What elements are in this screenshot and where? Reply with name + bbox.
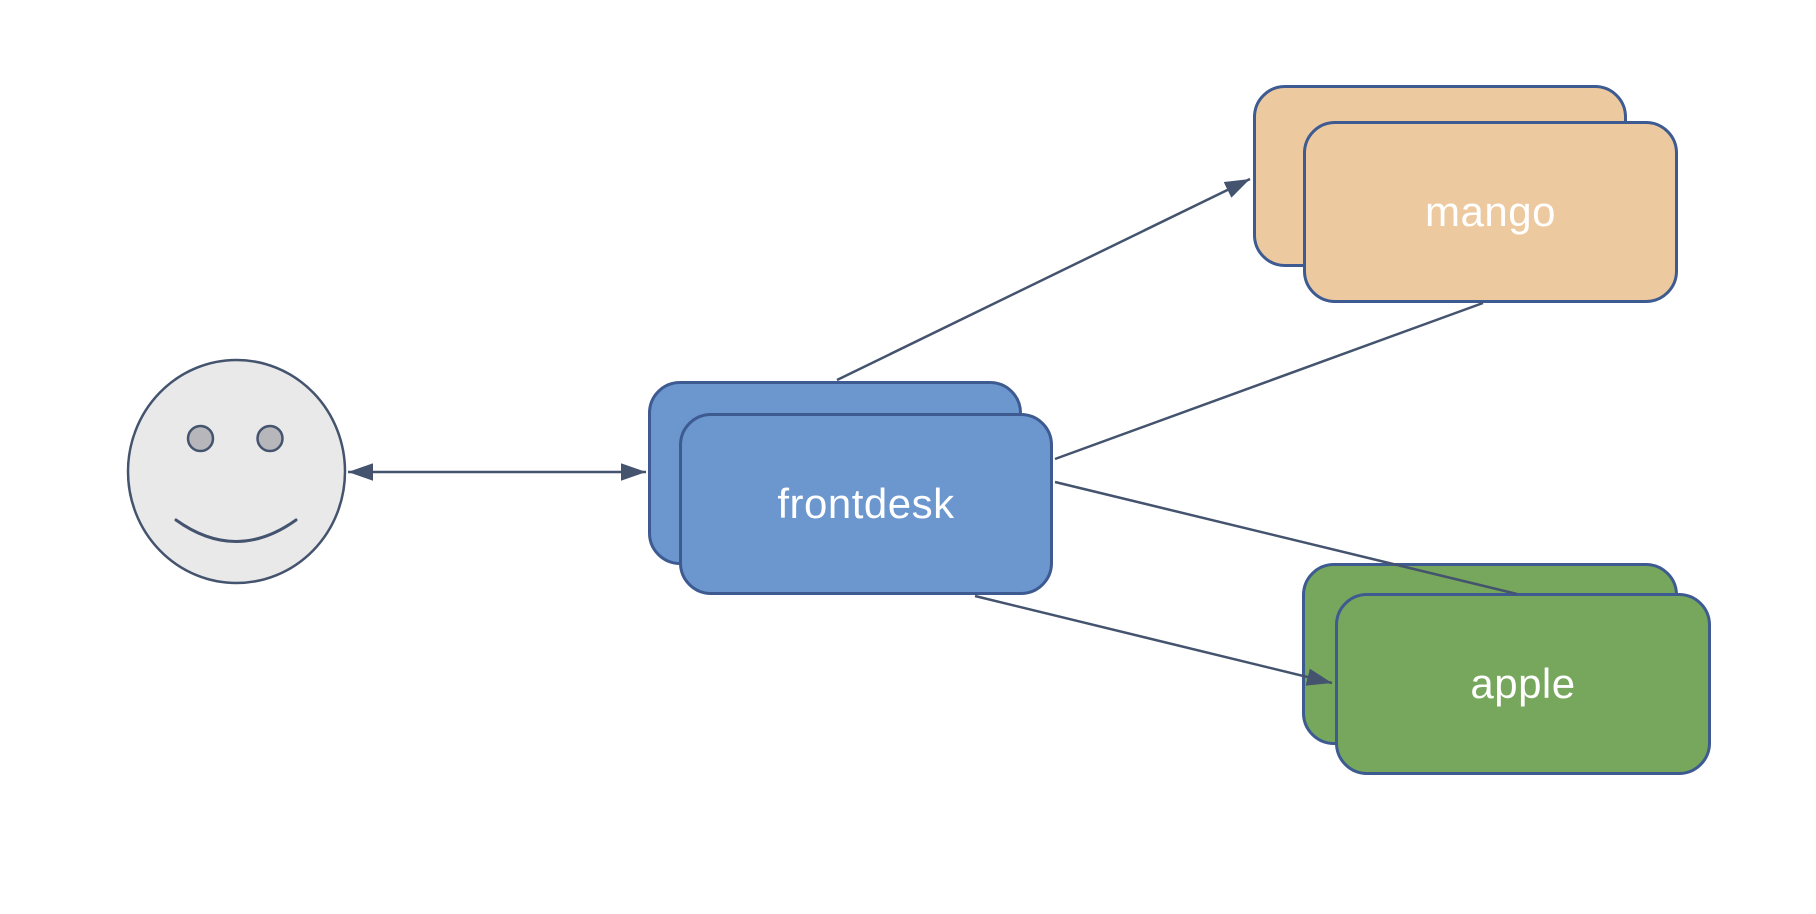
smiley-face-icon — [126, 358, 347, 585]
mango-label: mango — [1425, 188, 1556, 235]
apple-node: apple — [1335, 593, 1711, 775]
edge-frontdesk-mango — [836, 177, 1251, 382]
frontdesk-label: frontdesk — [777, 480, 955, 527]
edge-frontdesk-apple — [974, 594, 1333, 686]
frontdesk-node: frontdesk — [679, 413, 1053, 595]
smiley-left-eye — [186, 424, 215, 453]
edge-mango-frontdesk — [1054, 301, 1484, 461]
apple-label: apple — [1470, 660, 1576, 707]
mango-node: mango — [1303, 121, 1678, 303]
smiley-right-eye — [256, 424, 284, 453]
smiley-mouth — [174, 518, 298, 543]
